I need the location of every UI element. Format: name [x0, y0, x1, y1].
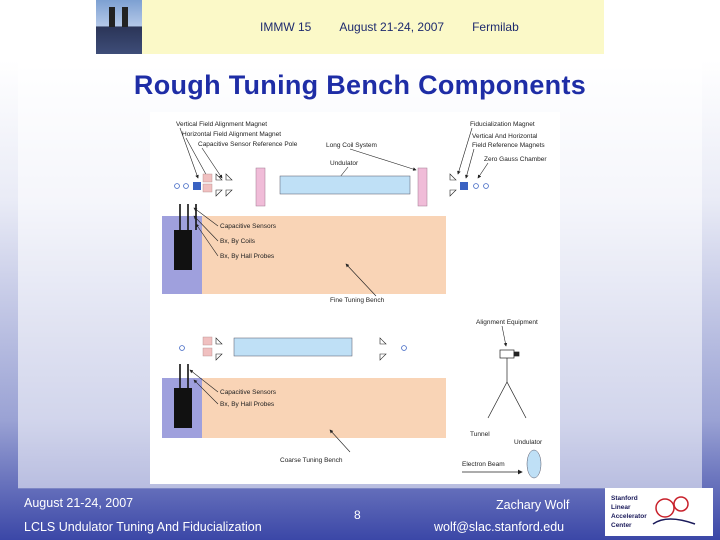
slac-logo-mark-icon [652, 496, 696, 525]
label-horizontal-field-alignment-magnet: Horizontal Field Alignment Magnet [182, 131, 281, 138]
label-bx-by-hall-probes-top: Bx, By Hall Probes [220, 253, 275, 260]
conference-banner: IMMW 15 August 21-24, 2007 Fermilab [96, 0, 604, 54]
label-tunnel: Tunnel [470, 431, 490, 438]
label-fiducialization-magnet: Fiducialization Magnet [470, 121, 535, 128]
alignment-tripod [487, 349, 527, 419]
footer-email: wolf@slac.stanford.edu [434, 520, 565, 534]
footer-date: August 21-24, 2007 [24, 496, 134, 510]
label-fine-tuning-bench: Fine Tuning Bench [330, 297, 385, 304]
undulator-top [279, 175, 411, 195]
label-bx-by-hall-probes-bottom: Bx, By Hall Probes [220, 401, 275, 408]
label-long-coil-system: Long Coil System [326, 142, 377, 149]
label-field-reference-magnets: Field Reference Magnets [472, 142, 545, 149]
slide-title: Rough Tuning Bench Components [133, 70, 587, 100]
undulator-end-view [526, 449, 542, 479]
right-components-top [449, 173, 489, 197]
label-zero-gauss-chamber: Zero Gauss Chamber [484, 156, 547, 163]
label-bx-by-coils: Bx, By Coils [220, 238, 256, 245]
right-components-bottom [379, 337, 407, 361]
label-alignment-equipment: Alignment Equipment [476, 319, 538, 326]
fermilab-photo [96, 0, 142, 54]
fine-tuning-bench [202, 216, 446, 294]
conference-name: IMMW 15 [260, 20, 312, 34]
bench-diagram: Vertical Field Alignment Magnet Horizont… [150, 112, 560, 484]
label-coarse-tuning-bench: Coarse Tuning Bench [280, 457, 343, 464]
leader-lines-top [179, 127, 489, 183]
slac-logo: Stanford Linear Accelerator Center [605, 488, 713, 536]
label-electron-beam: Electron Beam [462, 461, 505, 468]
footer-author: Zachary Wolf [496, 498, 570, 512]
label-vertical-and-horizontal: Vertical And Horizontal [472, 133, 538, 140]
conference-venue: Fermilab [472, 20, 519, 34]
probe-carriage-top [174, 230, 192, 270]
label-undulator-bottom: Undulator [514, 439, 543, 446]
left-components-top [174, 173, 233, 197]
long-coil-magnet-right [417, 167, 428, 207]
probe-carriage-bottom [174, 388, 192, 428]
label-capacitive-sensors-bottom: Capacitive Sensors [220, 389, 277, 396]
conference-dates: August 21-24, 2007 [339, 20, 445, 34]
page-number: 8 [354, 508, 361, 522]
label-capacitive-sensor-reference-pole: Capacitive Sensor Reference Pole [198, 141, 298, 148]
left-components-bottom [179, 336, 223, 361]
label-undulator-top: Undulator [330, 160, 359, 167]
coarse-tuning-bench [202, 378, 446, 438]
label-capacitive-sensors-top: Capacitive Sensors [220, 223, 277, 230]
long-coil-magnet-left [255, 167, 266, 207]
undulator-bottom [233, 337, 353, 357]
label-vertical-field-alignment-magnet: Vertical Field Alignment Magnet [176, 121, 267, 128]
footer-talk-title: LCLS Undulator Tuning And Fiducializatio… [24, 520, 262, 534]
